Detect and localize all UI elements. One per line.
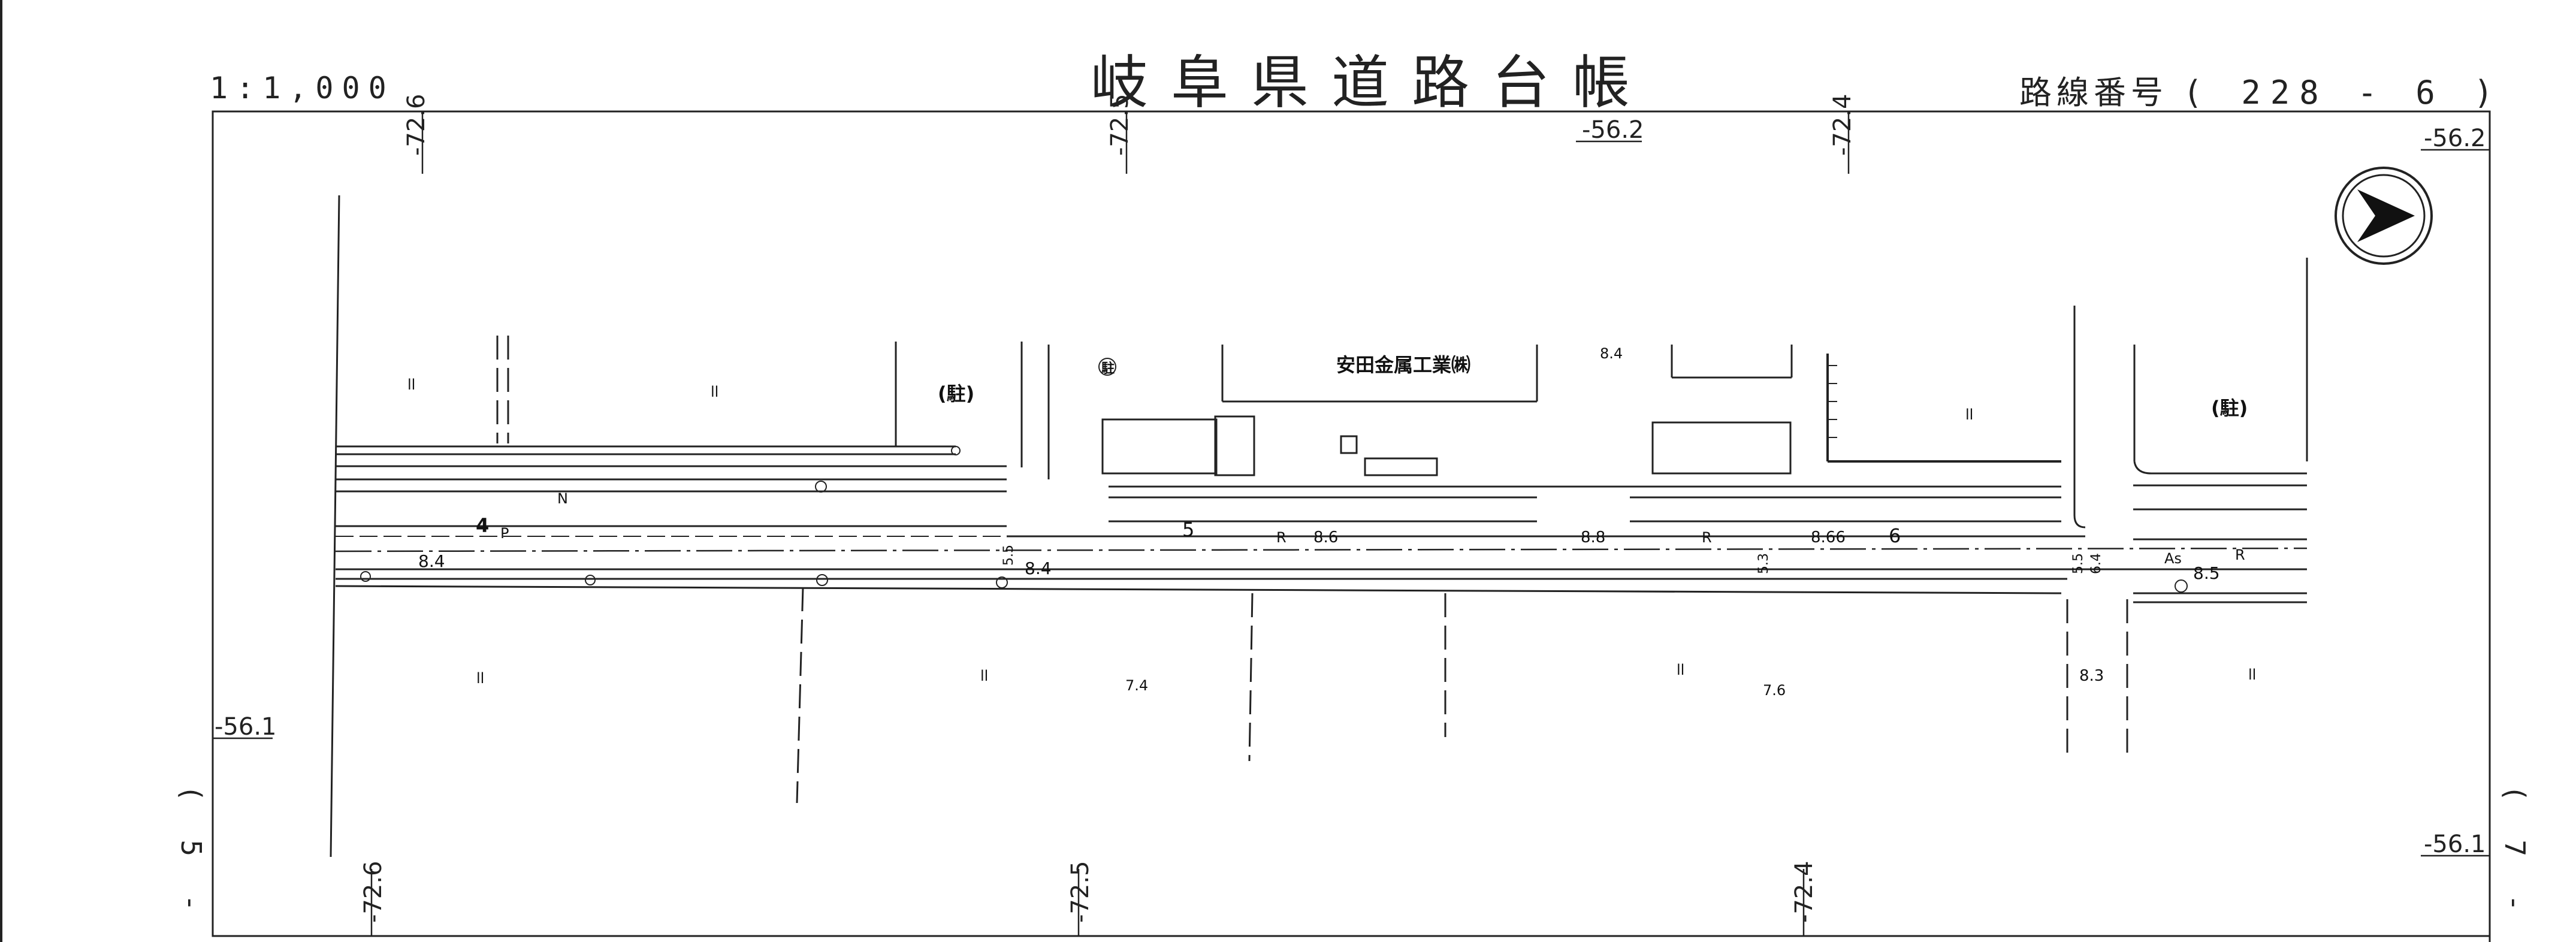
field-mark-2: ll: [711, 384, 718, 400]
grid-label-top-3: -72.4: [1829, 94, 1856, 156]
grid-label-top-mid: -56.2: [1582, 116, 1644, 144]
field-mark-1: ll: [407, 376, 415, 393]
grid-label-bottom-1: -72.6: [360, 861, 387, 923]
width-label-1: 8.4: [418, 551, 445, 571]
road-edges: [335, 445, 2307, 603]
spot-elevation-2: 7.4: [1125, 677, 1148, 694]
parking-mark: 駐: [1101, 361, 1115, 376]
width-label-5: 8.66: [1811, 529, 1846, 547]
grid-label-top-1: -72.6: [403, 94, 430, 156]
label-as: As: [2164, 550, 2182, 567]
grid-label-right-top: -56.2: [2424, 125, 2486, 152]
spot-elevation-1: 8.4: [1600, 345, 1623, 362]
width-label-3: 8.6: [1313, 529, 1338, 547]
grid-ticks: [213, 111, 2490, 936]
label-r-1: R: [1276, 529, 1287, 546]
label-r-3: R: [2235, 547, 2245, 563]
dim-label-1: 5.5: [1001, 545, 1016, 566]
grid-label-right-bottom: -56.1: [2424, 831, 2486, 858]
width-label-7: 8.3: [2079, 667, 2104, 685]
grid-label-left-mid: -56.1: [215, 713, 277, 741]
company-label: 安田金属工業㈱: [1336, 354, 1470, 376]
map-scale: 1:1,000: [210, 71, 395, 105]
station-5: 5: [1182, 518, 1194, 541]
sheet-left-border: [0, 0, 2, 942]
field-mark-6: ll: [1677, 662, 1684, 678]
grid-label-top-2: -72.5: [1106, 94, 1134, 156]
field-mark-3: ll: [1965, 406, 1973, 423]
label-r-2: R: [1702, 529, 1712, 546]
spot-elevation-3: 7.6: [1763, 682, 1786, 699]
dim-label-4: 6.4: [2089, 553, 2104, 574]
station-4: 4: [476, 514, 489, 537]
grid-label-bottom-3: -72.4: [1790, 861, 1818, 923]
fence-ticks: [1828, 365, 1837, 438]
route-value: ( 228 - 6 ): [2183, 74, 2503, 111]
dim-label-3: 5.3: [1756, 553, 1771, 574]
field-mark-5: ll: [980, 668, 988, 684]
route-number: 路線番号 ( 228 - 6 ): [2019, 66, 2503, 113]
field-mark-4: ll: [476, 670, 484, 687]
grid-label-bottom-2: -72.5: [1067, 861, 1094, 923]
dim-label-2: 5.5: [2071, 553, 2086, 574]
sheet-left-index: ( 5 -: [175, 785, 207, 922]
road-centerline: [335, 547, 2308, 552]
sheet-title: 岐阜県道路台帳: [1091, 49, 1653, 116]
width-label-2: 8.4: [1025, 558, 1052, 578]
map-frame: [212, 110, 2491, 937]
parking-label-2: (駐): [2211, 397, 2248, 419]
north-arrow-icon: [2335, 167, 2433, 265]
fence: [1826, 354, 2061, 463]
label-p: P: [500, 525, 509, 542]
width-label-4: 8.8: [1581, 529, 1605, 547]
sidewalk-symbols: [360, 358, 2188, 593]
field-mark-7: ll: [2248, 666, 2256, 683]
label-n: N: [557, 490, 568, 507]
station-6: 6: [1889, 524, 1901, 547]
buildings: [1101, 415, 1792, 476]
parking-label-1: (駐): [938, 382, 974, 405]
sheet-right-index: ( 7 -: [2499, 785, 2531, 922]
route-label: 路線番号: [2019, 74, 2168, 111]
parcel-boundaries: [330, 195, 2308, 858]
dashed-lines: [496, 336, 2128, 804]
width-label-6: 8.5: [2193, 563, 2220, 583]
